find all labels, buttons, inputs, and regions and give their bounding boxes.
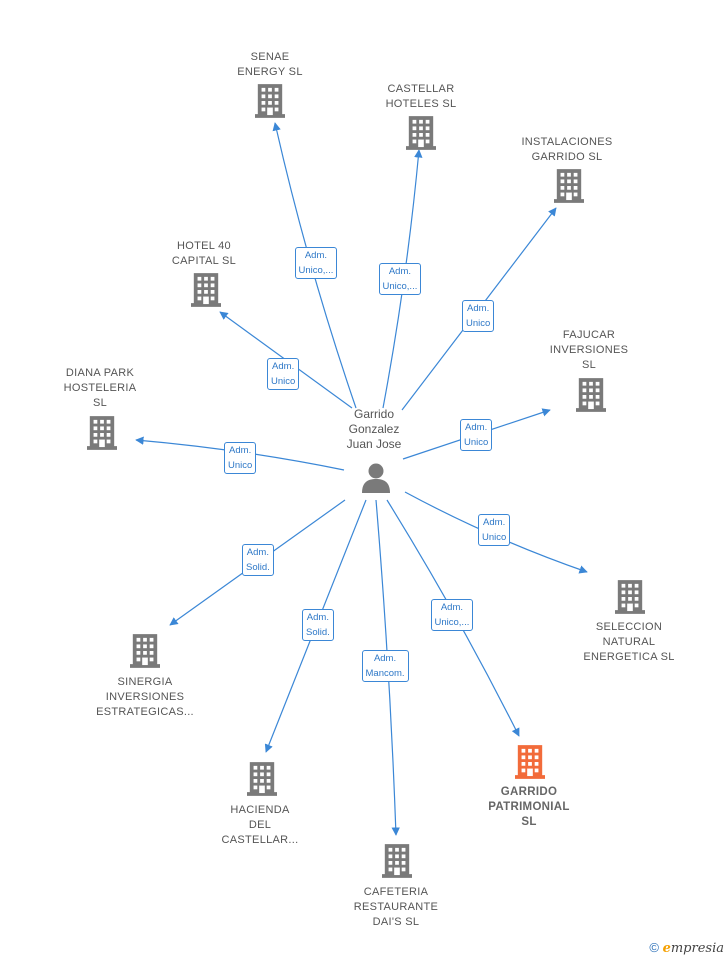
company-label-diana[interactable]: DIANA PARK HOSTELERIA SL (25, 366, 175, 411)
role-label-line: Solid. (306, 627, 330, 638)
company-label-line: CASTELLAR (387, 83, 455, 95)
company-label-garrido-patrimonial[interactable]: GARRIDO PATRIMONIAL SL (454, 785, 604, 830)
empresia-logo: empresia (662, 941, 724, 956)
role-label-hotel40[interactable]: Adm. Unico (267, 358, 300, 390)
company-label-line: CASTELLAR... (221, 834, 299, 846)
company-label-senae[interactable]: SENAE ENERGY SL (195, 50, 345, 80)
company-label-line: INSTALACIONES (521, 136, 613, 148)
person-name-line: Garrido (353, 407, 394, 421)
building-icon-seleccion[interactable] (615, 580, 645, 614)
role-label-diana[interactable]: Adm. Unico (224, 442, 257, 474)
company-label-line: SENAE (250, 51, 290, 63)
role-label-line: Adm. (465, 422, 488, 433)
copyright-symbol: © (649, 940, 659, 955)
role-label-line: Unico (228, 460, 253, 471)
company-label-line: HOTELES SL (385, 98, 457, 110)
company-label-line: INVERSIONES (105, 691, 185, 703)
role-label-line: Adm. (246, 547, 269, 558)
building-icon-hacienda[interactable] (247, 762, 277, 796)
role-label-line: Adm. (483, 517, 506, 528)
company-label-cafeteria[interactable]: CAFETERIA RESTAURANTE DAI'S SL (321, 885, 471, 930)
role-label-hacienda[interactable]: Adm. Solid. (302, 609, 334, 641)
role-label-line: Unico,... (434, 617, 470, 628)
role-label-castellar-hoteles[interactable]: Adm. Unico,... (378, 263, 422, 295)
role-label-line: Mancom. (365, 668, 405, 679)
company-label-line: GARRIDO (500, 786, 558, 798)
company-label-line: SELECCION (595, 621, 663, 633)
role-label-fajucar[interactable]: Adm. Unico (460, 419, 493, 451)
footer-brand[interactable]: © empresia (649, 940, 724, 956)
role-label-line: Adm. (373, 653, 397, 664)
person-name-line: Juan Jose (346, 437, 402, 451)
company-label-line: DIANA PARK (65, 367, 135, 379)
company-label-line: HOSTELERIA (63, 382, 137, 394)
edges-layer (135, 122, 588, 836)
role-label-line: Adm. (467, 303, 490, 314)
company-label-line: SINERGIA (117, 676, 173, 688)
company-label-line: DAI'S SL (372, 916, 420, 928)
company-label-line: DEL (248, 819, 272, 831)
company-label-line: HACIENDA (230, 804, 290, 816)
company-label-line: ENERGETICA SL (583, 651, 675, 663)
company-label-line: RESTAURANTE (353, 901, 439, 913)
company-label-castellar-hoteles[interactable]: CASTELLAR HOTELES SL (346, 82, 496, 112)
company-label-hotel40[interactable]: HOTEL 40 CAPITAL SL (129, 239, 279, 269)
building-icon-senae[interactable] (255, 84, 285, 118)
company-label-sinergia[interactable]: SINERGIA INVERSIONES ESTRATEGICAS... (70, 675, 220, 720)
role-label-line: Solid. (246, 562, 270, 573)
role-label-line: Unico (464, 437, 489, 448)
building-icon-fajucar[interactable] (576, 378, 606, 412)
person-icon[interactable] (362, 463, 390, 494)
company-label-line: HOTEL 40 (177, 240, 231, 252)
company-label-hacienda[interactable]: HACIENDA DEL CASTELLAR... (185, 803, 335, 848)
building-icon-cafeteria[interactable] (382, 844, 412, 878)
company-label-fajucar[interactable]: FAJUCAR INVERSIONES SL (514, 328, 664, 373)
company-label-line: INVERSIONES (549, 344, 629, 356)
company-label-line: PATRIMONIAL (488, 801, 570, 813)
company-label-line: SL (92, 397, 108, 409)
building-icon-garrido-patrimonial[interactable] (515, 745, 545, 779)
person-name-line: Gonzalez (348, 422, 400, 436)
company-label-line: SL (521, 816, 537, 828)
role-label-line: Adm. (272, 361, 295, 372)
icons-layer (87, 84, 645, 878)
company-label-line: ENERGY SL (237, 66, 303, 78)
role-label-line: Adm. (306, 612, 329, 623)
role-label-garrido-patrimonial[interactable]: Adm. Unico,... (430, 599, 474, 631)
role-label-line: Adm. (388, 266, 412, 277)
building-icon-diana[interactable] (87, 416, 117, 450)
company-label-line: NATURAL (602, 636, 656, 648)
building-icon-castellar-hoteles[interactable] (406, 116, 436, 150)
role-label-line: Adm. (304, 250, 328, 261)
role-label-line: Unico (466, 318, 491, 329)
company-label-line: CAPITAL SL (171, 255, 237, 267)
company-label-line: CAFETERIA (363, 886, 429, 898)
role-label-line: Unico (482, 532, 507, 543)
company-label-line: FAJUCAR (562, 329, 616, 341)
role-label-sinergia[interactable]: Adm. Solid. (242, 544, 274, 576)
company-label-line: SL (581, 359, 597, 371)
role-label-seleccion[interactable]: Adm. Unico (478, 514, 511, 546)
role-label-cafeteria[interactable]: Adm. Mancom. (361, 650, 409, 682)
company-label-seleccion[interactable]: SELECCION NATURAL ENERGETICA SL (554, 620, 704, 665)
role-label-line: Unico (271, 376, 296, 387)
role-label-senae[interactable]: Adm. Unico,... (294, 247, 338, 279)
role-label-line: Adm. (440, 602, 464, 613)
company-label-line: GARRIDO SL (531, 151, 603, 163)
role-label-instalaciones[interactable]: Adm. Unico (462, 300, 495, 332)
building-icon-hotel40[interactable] (191, 273, 221, 307)
company-label-instalaciones[interactable]: INSTALACIONES GARRIDO SL (492, 135, 642, 165)
role-label-line: Adm. (229, 445, 252, 456)
building-icon-sinergia[interactable] (130, 634, 160, 668)
company-label-line: ESTRATEGICAS... (96, 706, 194, 718)
role-label-line: Unico,... (382, 281, 418, 292)
role-label-line: Unico,... (298, 265, 334, 276)
building-icon-instalaciones[interactable] (554, 169, 584, 203)
